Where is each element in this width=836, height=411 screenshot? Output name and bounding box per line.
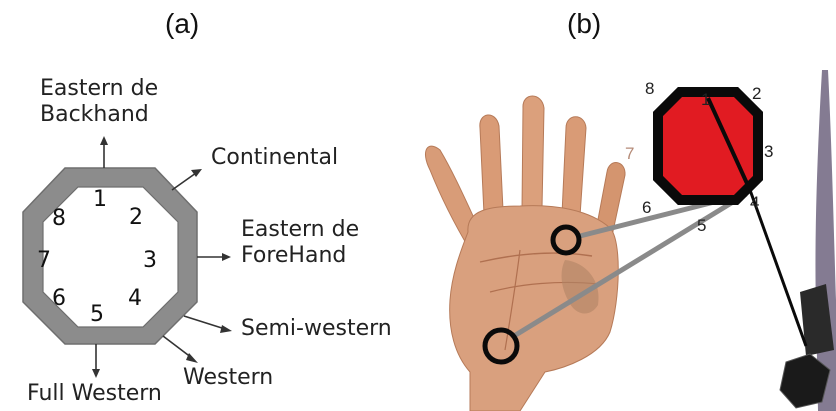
label-eastern-forehand-line2: ForeHand (241, 243, 359, 269)
arrow-full-western (92, 344, 100, 378)
panel-a-label: (a) (165, 8, 199, 40)
arrow-western (163, 336, 198, 363)
arrow-continental (172, 169, 202, 190)
bevel-a-6: 6 (52, 286, 66, 311)
bevel-b-1: 1 (701, 90, 710, 110)
bevel-a-2: 2 (129, 205, 143, 230)
arrow-up (100, 136, 108, 168)
label-eastern-backhand: Eastern de Backhand (40, 76, 158, 128)
label-eastern-backhand-line2: Backhand (40, 102, 158, 128)
label-western: Western (183, 365, 273, 391)
bevel-b-4: 4 (750, 193, 759, 213)
bevel-a-5: 5 (90, 302, 104, 327)
label-eastern-forehand: Eastern de ForeHand (241, 217, 359, 269)
racket-handle (780, 70, 836, 411)
bevel-b-7: 7 (625, 144, 634, 164)
arrow-eastern-forehand (197, 253, 231, 261)
label-continental: Continental (211, 145, 338, 171)
panel-b-label: (b) (567, 8, 601, 40)
label-full-western: Full Western (27, 381, 162, 407)
label-eastern-forehand-line1: Eastern de (241, 217, 359, 243)
bevel-a-1: 1 (93, 187, 107, 212)
bevel-a-7: 7 (37, 248, 51, 273)
bevel-b-8: 8 (645, 79, 654, 99)
bevel-a-3: 3 (143, 248, 157, 273)
arrow-semi-western (184, 316, 232, 333)
hand-illustration (425, 96, 625, 411)
racket-line (750, 190, 806, 346)
label-eastern-backhand-line1: Eastern de (40, 76, 158, 102)
bevel-a-8: 8 (52, 206, 66, 231)
bevel-b-5: 5 (697, 216, 706, 236)
bevel-b-6: 6 (642, 198, 651, 218)
bevel-b-2: 2 (752, 84, 761, 104)
bevel-b-3: 3 (764, 142, 773, 162)
label-semi-western: Semi-western (241, 316, 392, 342)
bevel-a-4: 4 (128, 286, 142, 311)
